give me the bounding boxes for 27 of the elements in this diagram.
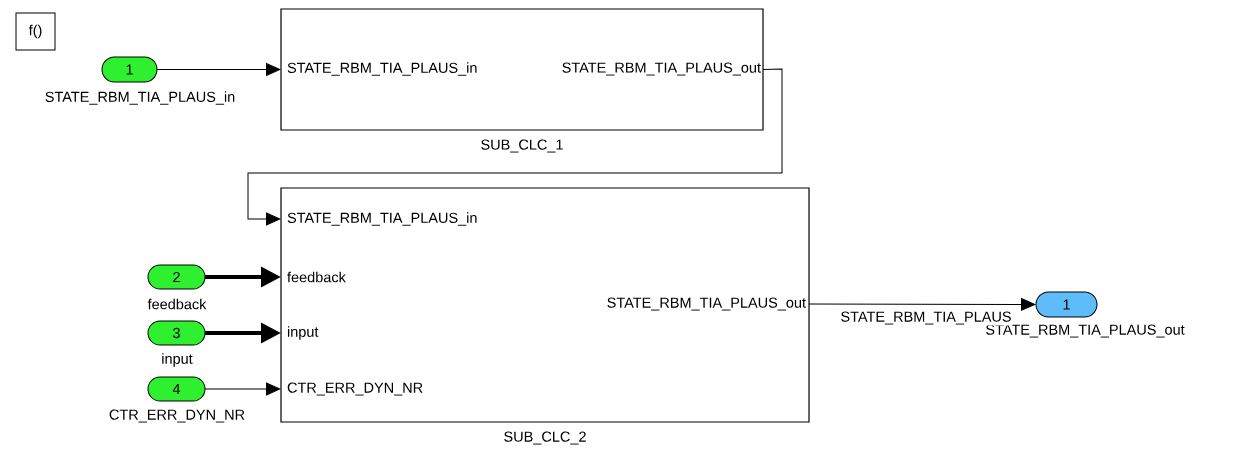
signal-line	[204, 382, 281, 396]
function-call-box: f()	[15, 12, 56, 51]
subsystem-block: STATE_RBM_TIA_PLAUS_in feedback input CTR_ERR_DYN_NR STATE_RBM_TIA_PLAUS_out	[280, 187, 810, 423]
inport-block: 3	[147, 320, 206, 346]
block-name: STATE_RBM_TIA_PLAUS_in	[45, 91, 235, 105]
block-name: input	[162, 353, 193, 367]
outport-block: 1	[1035, 291, 1098, 318]
block-name: SUB_CLC_2	[504, 431, 586, 445]
node-label: STATE_RBM_TIA_PLAUS_out	[607, 297, 806, 311]
signal-line	[808, 298, 1036, 311]
node-label: input	[287, 326, 319, 340]
signal-line	[156, 63, 281, 76]
block-name: CTR_ERR_DYN_NR	[109, 409, 245, 423]
inport-block: 4	[147, 376, 206, 402]
block-name: STATE_RBM_TIA_PLAUS_out	[986, 324, 1185, 338]
node-label: STATE_RBM_TIA_PLAUS_out	[562, 62, 761, 76]
inport-block: 1	[101, 56, 158, 83]
signal-label: STATE_RBM_TIA_PLAUS	[839, 310, 1013, 326]
node-label: feedback	[287, 271, 346, 283]
node-label: CTR_ERR_DYN_NR	[287, 382, 423, 396]
block-name: SUB_CLC_1	[481, 139, 563, 153]
block-name: feedback	[147, 298, 207, 310]
node-label: STATE_RBM_TIA_PLAUS_in	[287, 62, 477, 76]
inport-block: 2	[147, 264, 206, 290]
signal-line	[247, 68, 783, 226]
subsystem-block: STATE_RBM_TIA_PLAUS_in STATE_RBM_TIA_PLAUS_out	[280, 8, 764, 131]
node-label: STATE_RBM_TIA_PLAUS_in	[287, 212, 477, 226]
